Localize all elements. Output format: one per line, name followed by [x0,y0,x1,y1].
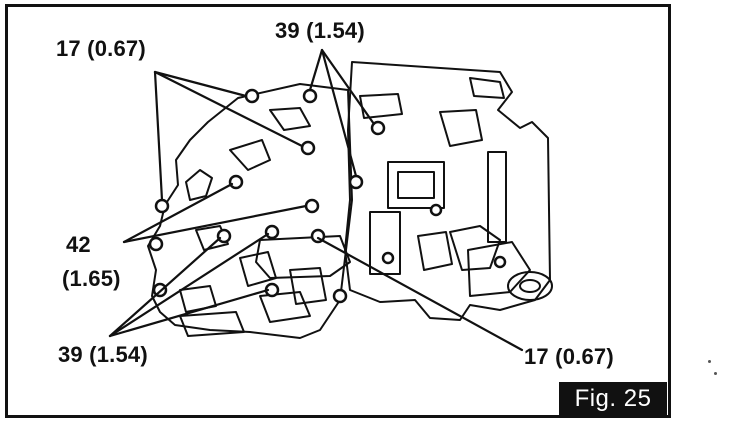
bolt [302,88,318,104]
bolt [493,255,507,269]
bolt [244,88,260,104]
leader-line [320,48,358,178]
solenoid [507,271,553,301]
figure-label-badge: Fig. 25 [559,382,667,416]
solenoid [519,279,541,293]
plate-contour [439,109,483,147]
plate-contour [185,169,213,201]
plate-contour [469,77,505,99]
bolt [332,288,348,304]
plate-contour [359,93,403,119]
plate-contour [195,225,229,251]
torque-callout-top-center: 39 (1.54) [275,18,365,43]
plate-window [387,161,445,209]
scan-speck [708,360,711,363]
plate-contour [239,251,277,287]
bolt [264,224,280,240]
bolt [216,228,232,244]
plate-contour [449,225,501,271]
bolt [300,140,316,156]
bolt [429,203,443,217]
leader-line [308,48,324,92]
leader-line [316,236,524,352]
plate-contour [259,291,311,323]
torque-callout-middle-left-value: 42 [66,232,91,257]
valve-bore [289,267,327,305]
leader-line [108,288,270,338]
scan-speck [714,372,717,375]
torque-callout-middle-left-sub: (1.65) [62,266,121,291]
valve-bore [179,311,245,337]
plate-contour [269,107,311,131]
valve-bore [255,235,351,279]
torque-callout-bottom-left: 39 (1.54) [58,342,148,367]
bolt [370,120,386,136]
bolt [228,174,244,190]
leader-line [108,236,222,338]
plate-window [487,151,507,243]
bolt [154,198,170,214]
bolt [304,198,320,214]
bolt [348,174,364,190]
torque-callout-bottom-right: 17 (0.67) [524,344,614,369]
leader-line [320,48,376,126]
plate-contour [229,139,271,171]
leader-line [122,182,234,244]
leader-line [153,70,304,148]
leader-line [153,70,164,202]
solenoid-body [467,241,531,297]
leader-line [122,204,308,244]
leader-line [108,232,270,338]
torque-callout-top-left: 17 (0.67) [56,36,146,61]
bolt [148,236,164,252]
leader-line [153,70,248,98]
bolt [381,251,395,265]
plate-window [369,211,401,275]
separator-plate-outline [147,83,353,339]
plate-contour [417,231,453,271]
plate-contour [179,285,217,313]
plate-window [397,171,435,199]
